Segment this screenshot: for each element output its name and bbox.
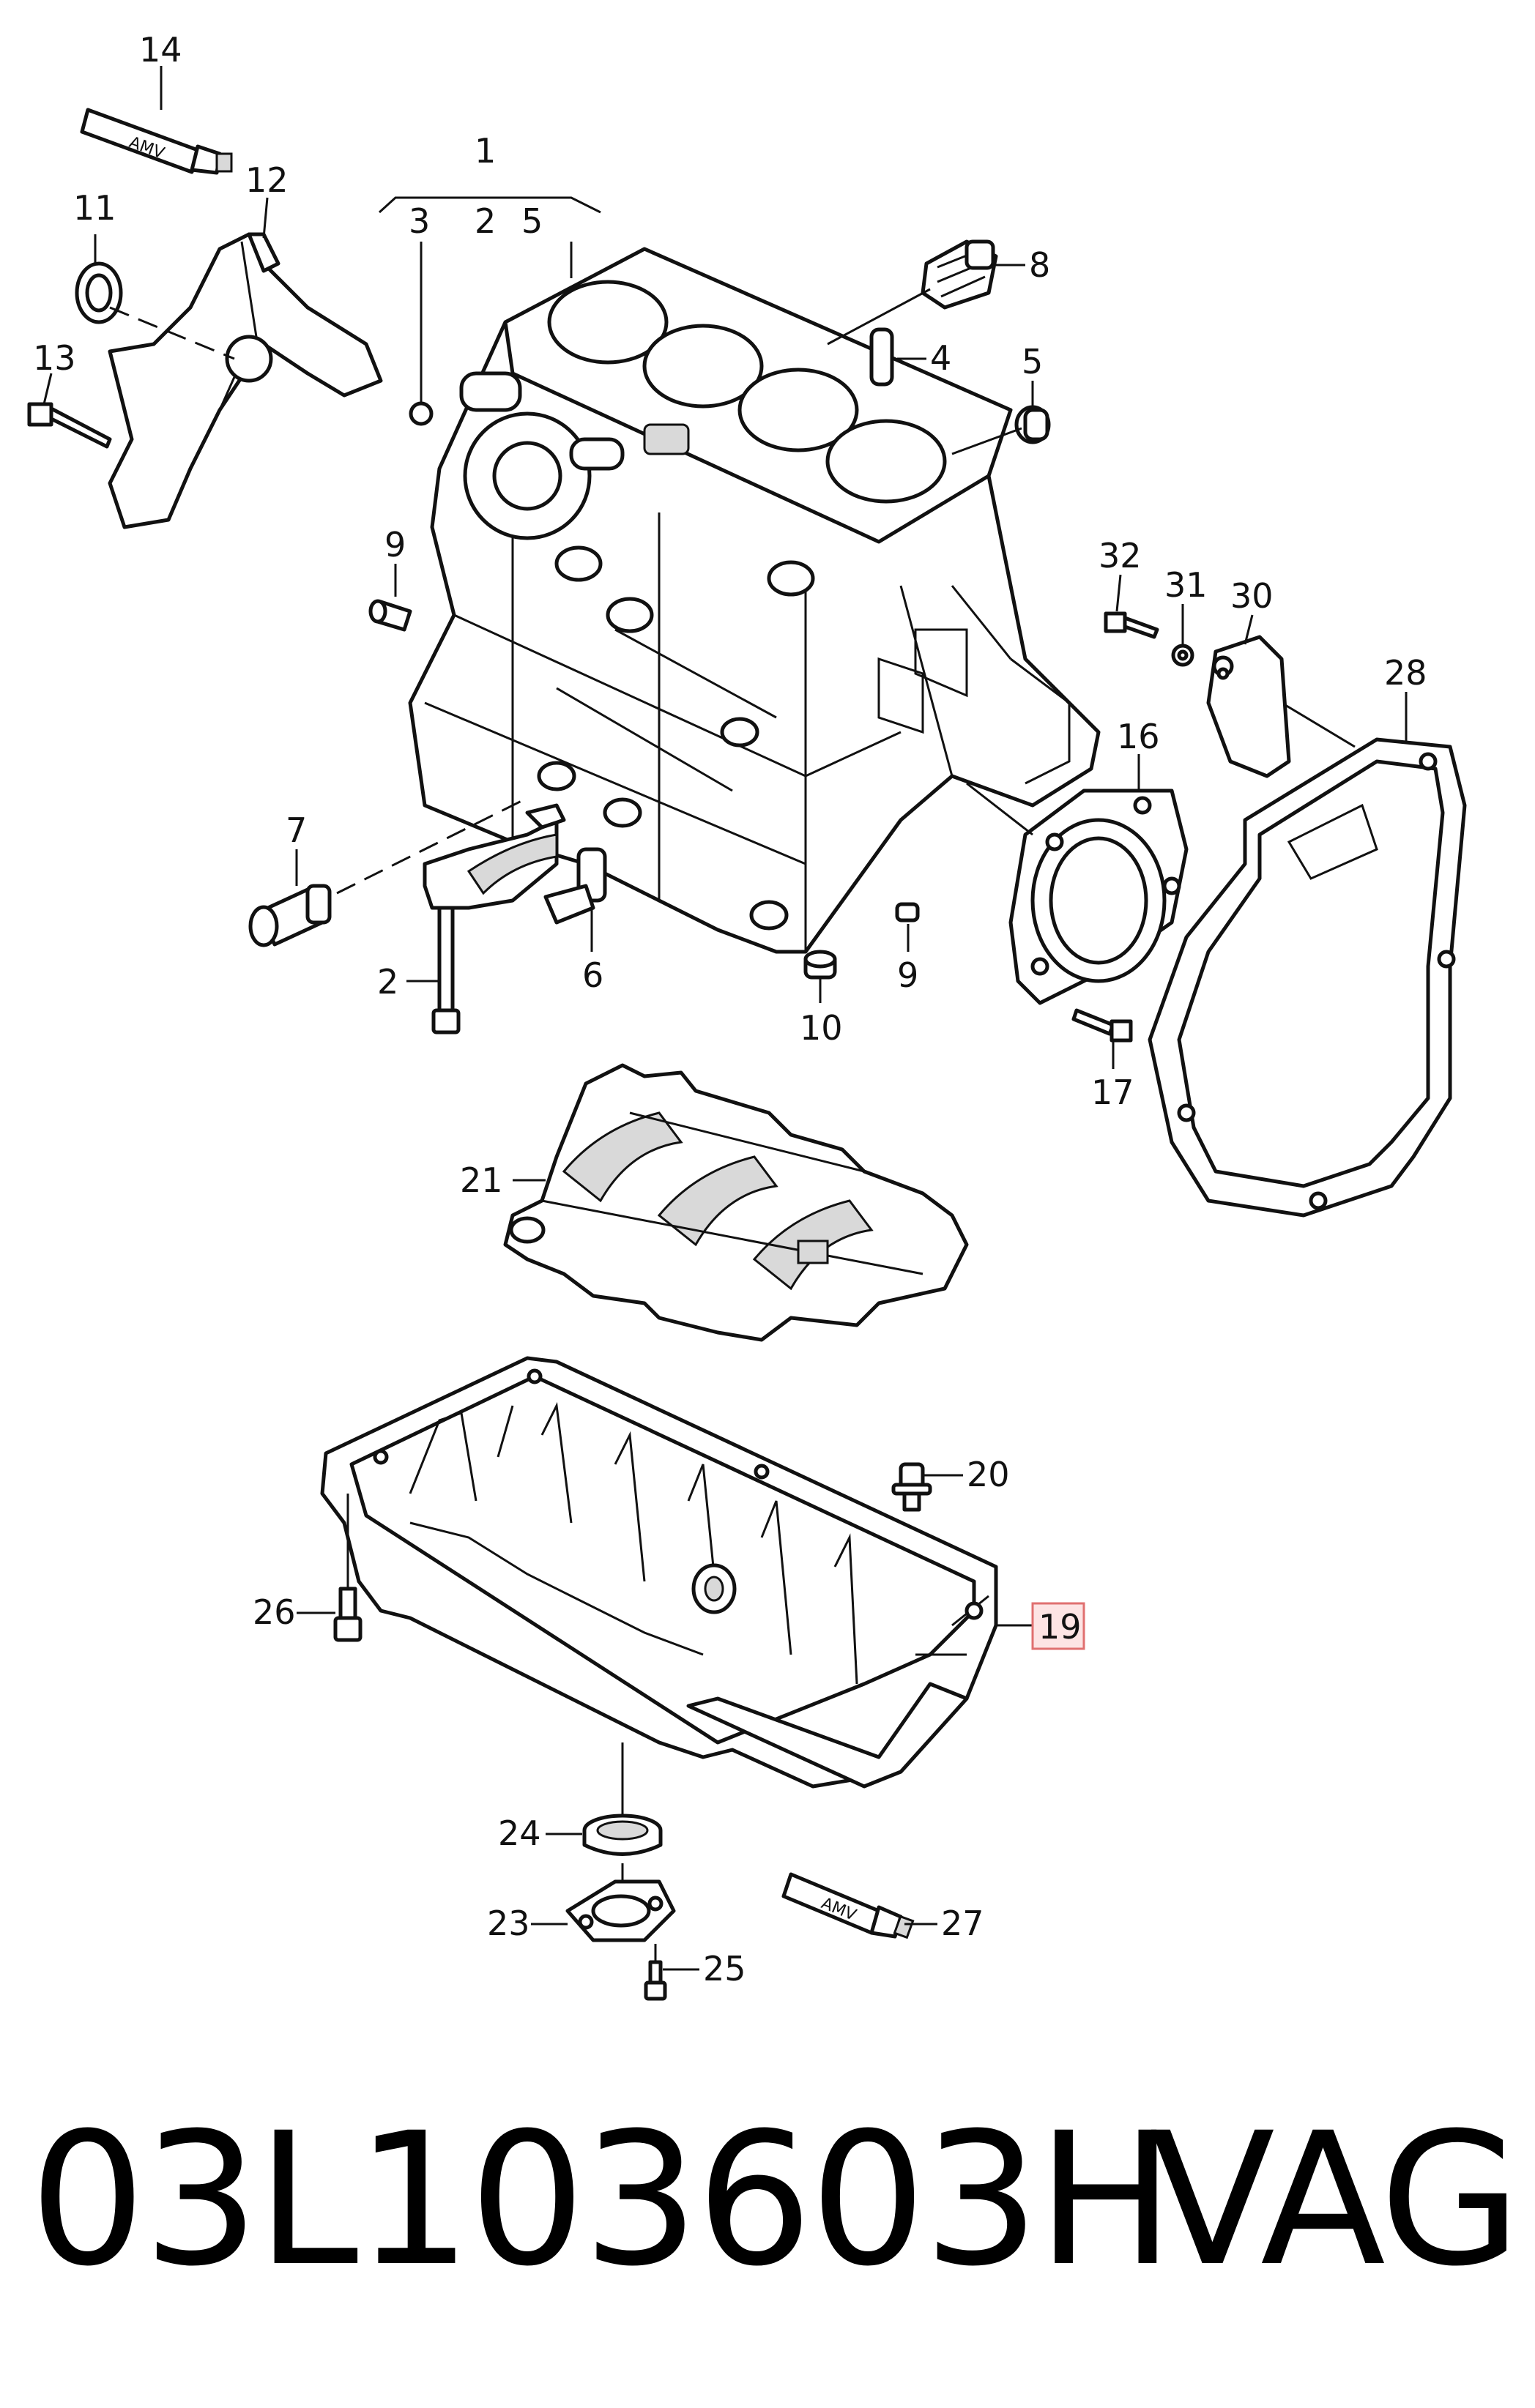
callout-24: 24 [498, 1814, 541, 1853]
plug-5 [1014, 405, 1051, 444]
baffle-plate-21 [503, 1063, 969, 1342]
sealant-tube-14: AMV [80, 108, 233, 175]
brand-name: VAG [1150, 2093, 1521, 2306]
dowel-4 [869, 327, 894, 387]
exploded-parts-diagram: AMV 14 12 11 13 1 3 2 5 [27, 30, 1467, 2001]
seal-24 [582, 1814, 663, 1856]
gasket-28 [1148, 737, 1467, 1218]
callout-20: 20 [967, 1455, 1010, 1494]
callout-4: 4 [930, 338, 951, 378]
callout-6: 6 [582, 955, 603, 995]
dowel-9-left [368, 599, 412, 632]
callout-14: 14 [139, 30, 182, 70]
callout-2-bolt: 2 [377, 962, 398, 1002]
callout-17: 17 [1091, 1073, 1134, 1112]
bolt-32 [1104, 611, 1159, 639]
engine-block [408, 247, 1101, 954]
callout-10: 10 [800, 1008, 843, 1048]
callout-16: 16 [1117, 717, 1160, 756]
callout-9-right: 9 [897, 955, 918, 995]
callout-28: 28 [1384, 653, 1427, 693]
callout-31: 31 [1164, 565, 1208, 605]
drain-plug-20 [891, 1462, 932, 1512]
bolt-2 [431, 906, 461, 1035]
bolt-13 [27, 402, 112, 449]
highlight-box-19 [1031, 1602, 1085, 1650]
callout-7: 7 [286, 810, 307, 850]
bolt-25 [644, 1944, 667, 2001]
callout-9-left: 9 [384, 525, 406, 564]
oil-pan-19 [320, 1356, 998, 1789]
callout-1: 1 [475, 131, 496, 171]
bolt-26 [333, 1494, 363, 1642]
dowel-9-right [895, 902, 920, 922]
callout-3: 3 [409, 201, 430, 241]
sensor-6 [543, 847, 607, 925]
callout-13: 13 [33, 338, 76, 378]
flange-23 [565, 1879, 676, 1942]
callout-23: 23 [487, 1904, 530, 1943]
seal-11 [75, 261, 123, 324]
seal-flange-16 [1008, 789, 1189, 1005]
seal-30 [1206, 635, 1291, 778]
dowel-10 [803, 950, 837, 980]
callout-21: 21 [460, 1160, 503, 1200]
callout-12: 12 [245, 160, 289, 200]
bracket-12 [108, 232, 383, 529]
callout-8: 8 [1029, 245, 1050, 285]
callout-32: 32 [1099, 536, 1142, 575]
callout-26: 26 [253, 1592, 296, 1632]
callout-5-top: 5 [521, 201, 543, 241]
callout-11: 11 [73, 188, 116, 228]
fitting-7 [248, 884, 332, 947]
callout-5-right: 5 [1022, 342, 1043, 381]
callout-30: 30 [1230, 576, 1274, 616]
part-number: 03L103603H [29, 2093, 1175, 2306]
bearing-cap [423, 803, 566, 910]
sealant-tube-27: AMV [781, 1872, 915, 1939]
fitting-8 [921, 239, 998, 310]
bolt-17 [1071, 1008, 1133, 1043]
callout-27: 27 [941, 1904, 984, 1943]
callout-19: 19 [1038, 1607, 1082, 1647]
callout-2-top: 2 [475, 201, 496, 241]
washer-31 [1171, 644, 1194, 667]
callout-25: 25 [703, 1949, 746, 1988]
